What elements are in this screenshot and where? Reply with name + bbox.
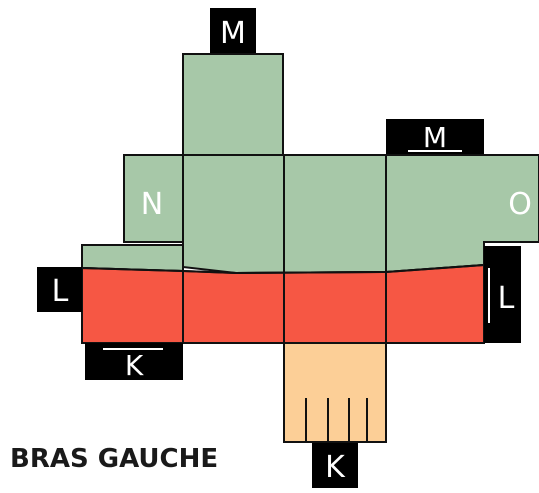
label-l-left: L: [52, 274, 69, 309]
label-l-right: L: [498, 281, 515, 316]
label-o: O: [508, 187, 532, 222]
panel-cuff: [283, 342, 387, 443]
tag-l-right: [484, 246, 521, 343]
panel-upper-band: [123, 154, 539, 275]
caption: BRAS GAUCHE: [10, 444, 218, 474]
tag-m-top: [210, 8, 256, 54]
label-n: N: [141, 187, 163, 222]
tag-l-left: [37, 267, 82, 312]
label-k-bottom: K: [325, 450, 346, 485]
tag-k-bottom: [312, 443, 358, 488]
label-k-left: K: [125, 349, 144, 382]
panel-left-green-strip: [81, 244, 184, 273]
tag-m-right: [386, 119, 484, 155]
label-m-top: M: [220, 16, 246, 51]
green-red-boundary: [81, 264, 485, 275]
panel-top-flap: [182, 53, 284, 156]
label-m-right: M: [423, 121, 447, 154]
